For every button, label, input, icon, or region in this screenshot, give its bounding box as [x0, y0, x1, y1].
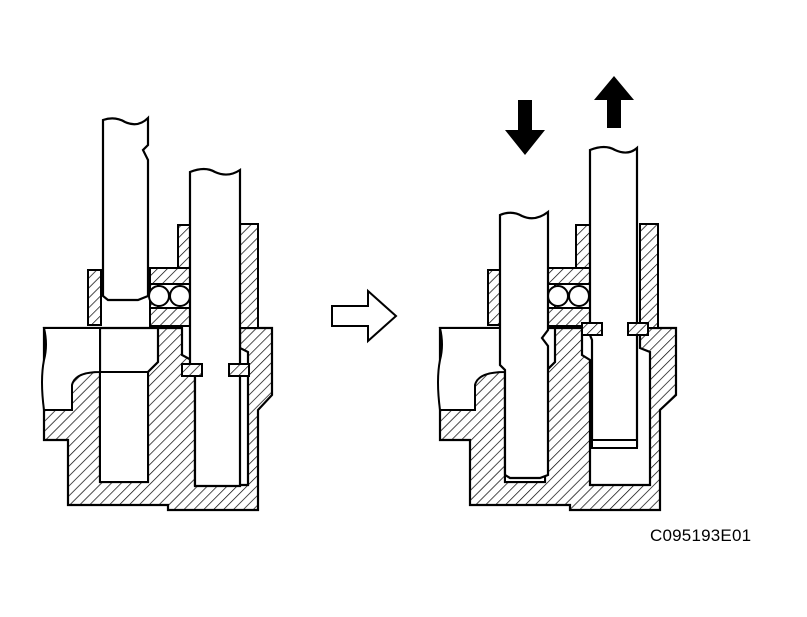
left-shaft-1 [101, 115, 150, 302]
arrow-right-icon [331, 288, 398, 344]
left-bearing-ball-2 [169, 285, 191, 307]
right-bearing-ball-2 [568, 285, 590, 307]
left-bearing-top-plate [149, 267, 193, 285]
right-snap-ring-2 [627, 322, 649, 336]
right-shaft-2 [588, 145, 639, 448]
right-bearing-ball-1 [547, 285, 569, 307]
arrow-up-icon [594, 76, 634, 128]
left-housing-break [41, 327, 101, 411]
right-assembly [437, 145, 678, 512]
right-snap-ring-1 [581, 322, 603, 336]
left-snap-ring-1 [181, 363, 203, 377]
right-collar-right [639, 223, 659, 329]
left-shaft-2 [188, 167, 242, 488]
right-housing-break [437, 327, 506, 411]
left-snap-ring-2 [228, 363, 250, 377]
left-bracket [87, 269, 102, 326]
left-bearing-ball-1 [148, 285, 170, 307]
right-shaft-2-end [591, 439, 638, 449]
figure-code-label: C095193E01 [650, 526, 752, 545]
arrow-down-icon [505, 100, 545, 155]
right-bearing-top-plate [547, 267, 591, 285]
right-shaft-1 [498, 209, 550, 480]
left-cavity [99, 371, 149, 483]
left-assembly [41, 115, 274, 512]
left-bearing-bottom-plate [149, 307, 193, 327]
left-collar-right [239, 223, 259, 329]
